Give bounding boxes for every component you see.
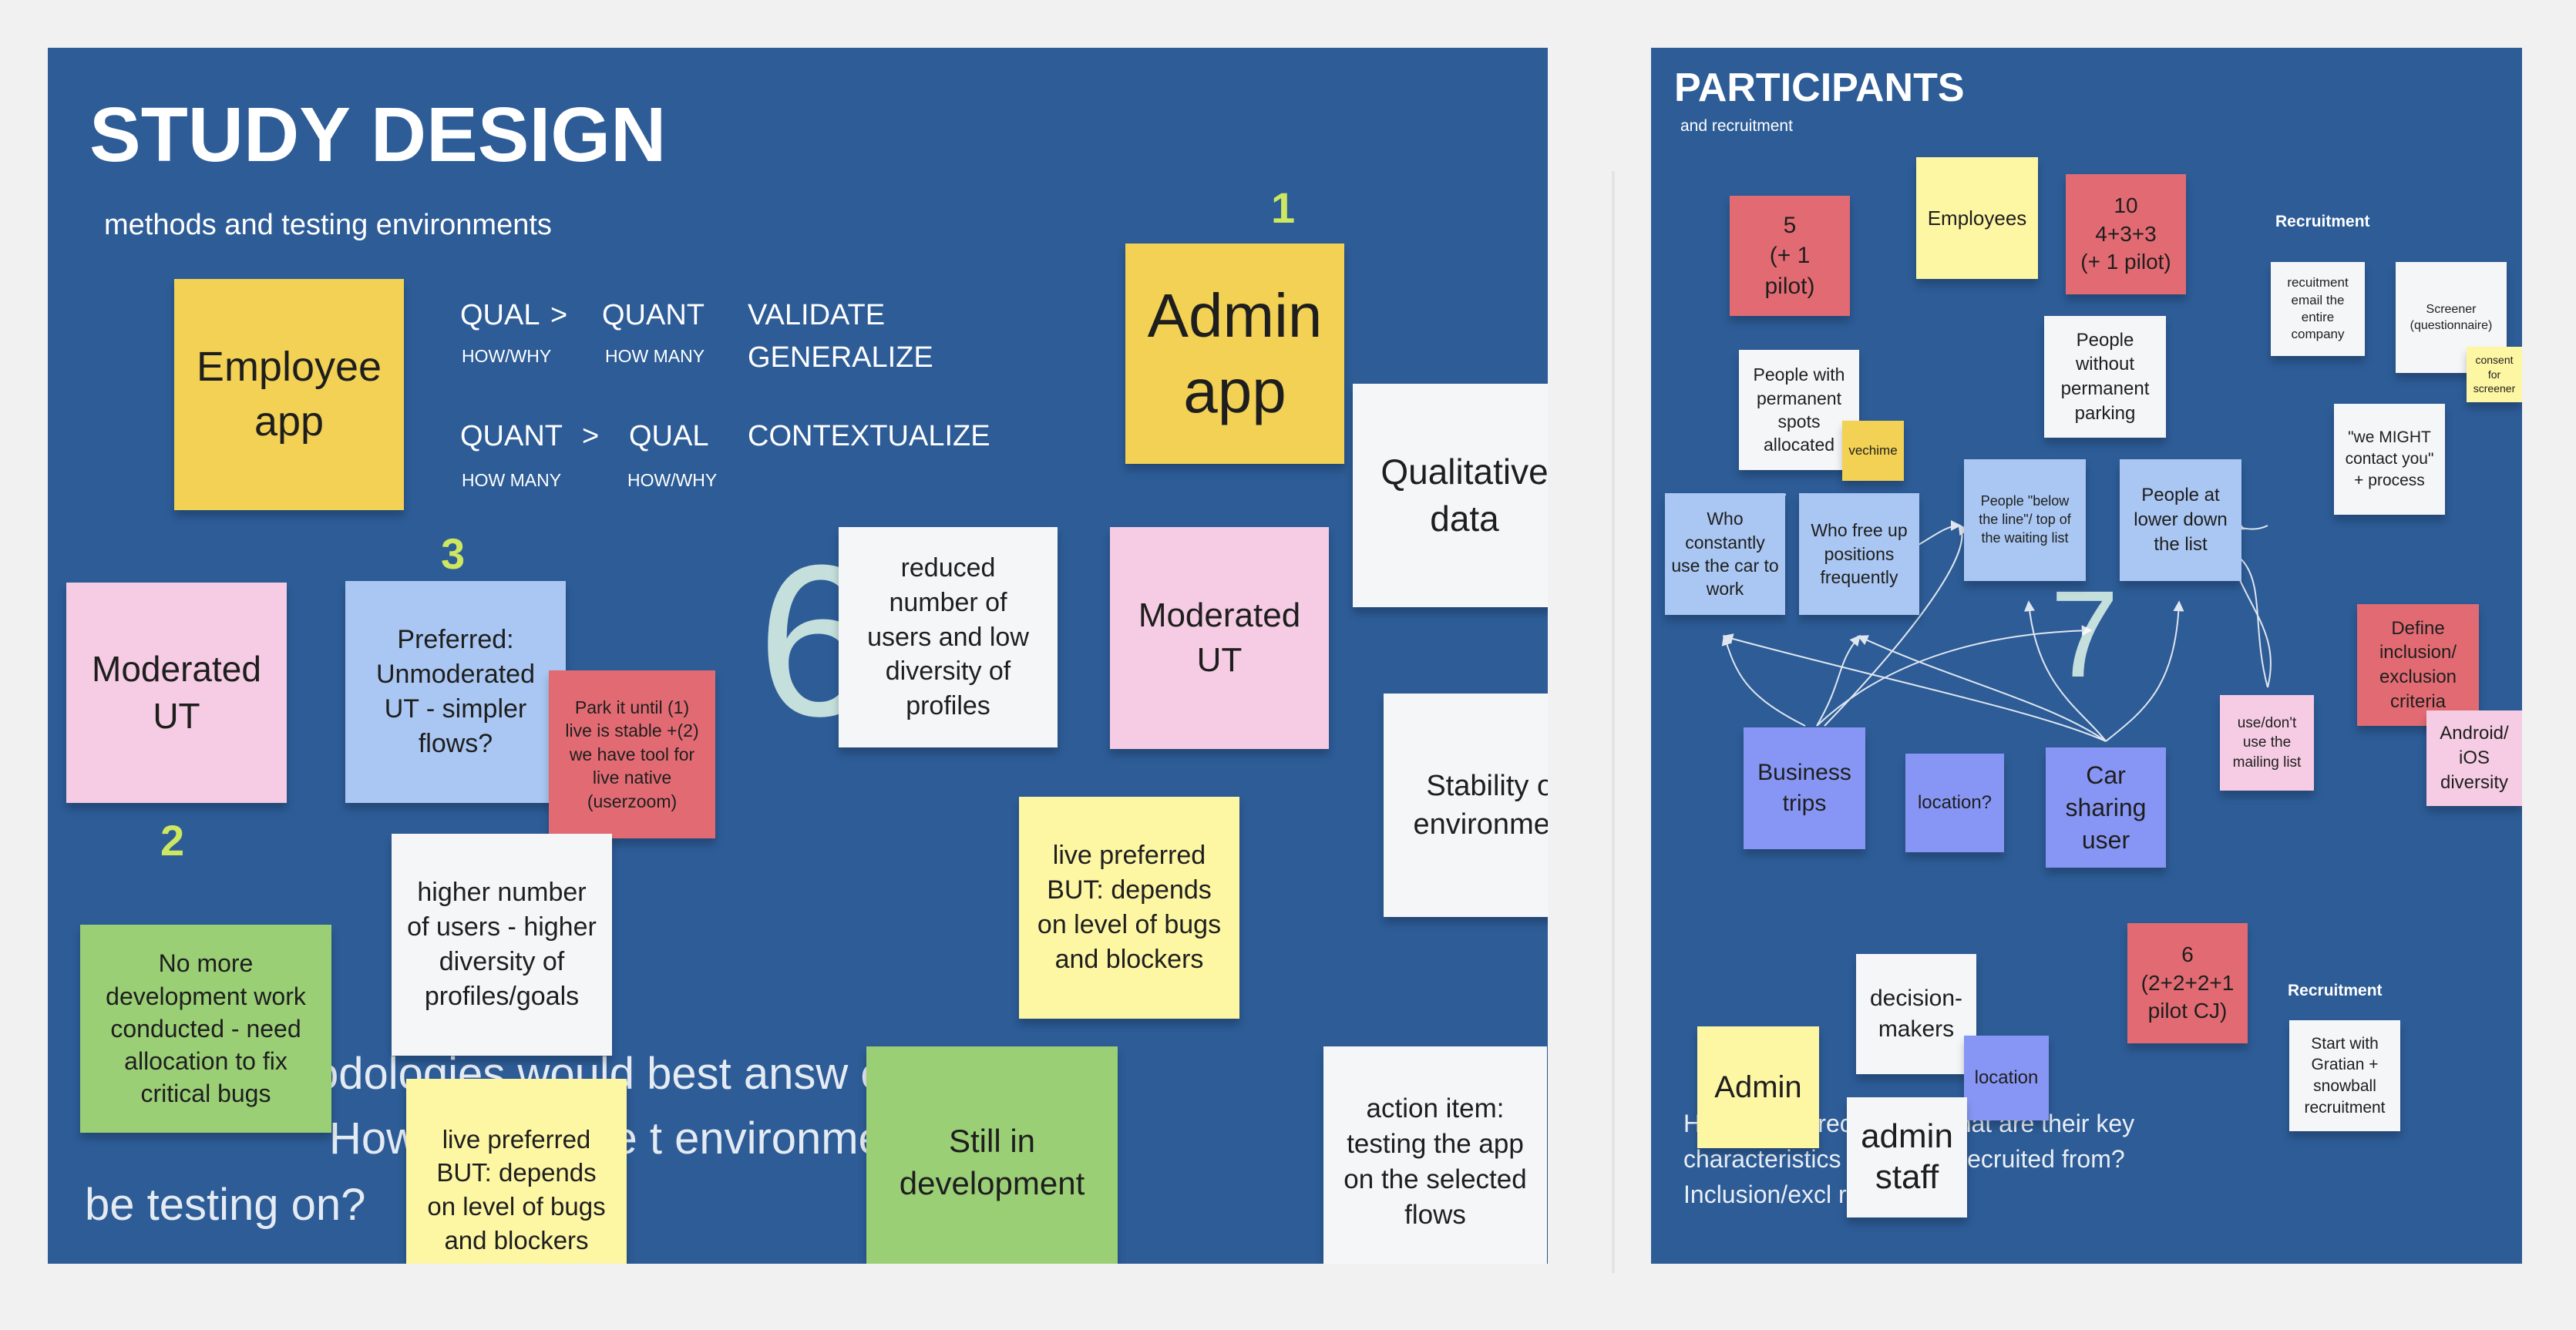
frame-divider	[1612, 171, 1615, 1273]
sticky-android-ios[interactable]: Android/ iOS diversity	[2426, 710, 2522, 806]
sticky-higher-number[interactable]: higher number of users - higher diversit…	[392, 834, 612, 1056]
sticky-six-pilot[interactable]: 6 (2+2+2+1 pilot CJ)	[2127, 923, 2248, 1043]
sticky-admin-staff[interactable]: admin staff	[1847, 1097, 1967, 1217]
sticky-qualitative-data[interactable]: Qualitative data	[1353, 384, 1548, 607]
sticky-recruitment-email[interactable]: recuitment email the entire company	[2271, 262, 2365, 356]
participants-question-line-3: Inclusion/excl ria?	[1683, 1181, 1880, 1208]
sticky-moderated-ut-left[interactable]: Moderated UT	[66, 583, 287, 803]
matrix-contextualize: CONTEXTUALIZE	[748, 420, 990, 452]
sticky-employee-app[interactable]: Employee app	[174, 279, 404, 510]
sticky-constantly-car[interactable]: Who constantly use the car to work	[1665, 493, 1785, 615]
recruitment-label-top: Recruitment	[2275, 213, 2370, 230]
sticky-employees[interactable]: Employees	[1916, 157, 2038, 279]
matrix-qual-2: QUAL	[629, 420, 709, 452]
recruitment-label-bottom: Recruitment	[2288, 982, 2383, 999]
matrix-howmany-2: HOW MANY	[462, 470, 562, 490]
sticky-business-trips[interactable]: Business trips	[1744, 727, 1865, 849]
matrix-howwhy-2: HOW/WHY	[627, 470, 718, 490]
sticky-use-dont-use[interactable]: use/don't use the mailing list	[2220, 695, 2314, 791]
matrix-gt-2: >	[582, 420, 600, 452]
sticky-moderated-ut-right[interactable]: Moderated UT	[1110, 527, 1329, 749]
sticky-park-it[interactable]: Park it until (1) live is stable +(2) we…	[549, 670, 715, 838]
sticky-five-pilot[interactable]: 5 (+ 1 pilot)	[1730, 196, 1850, 316]
sticky-live-preferred-left[interactable]: live preferred BUT: depends on level of …	[406, 1079, 627, 1264]
sticky-admin[interactable]: Admin	[1697, 1026, 1819, 1148]
sticky-decision-makers[interactable]: decision-makers	[1856, 954, 1976, 1074]
section-number-1: 1	[1271, 183, 1296, 232]
matrix-howmany-1: HOW MANY	[605, 346, 705, 366]
matrix-quant-1: QUANT	[602, 299, 705, 331]
sticky-vechime[interactable]: vechime	[1842, 421, 1904, 481]
participants-title: PARTICIPANTS	[1674, 65, 1965, 110]
sticky-start-with-gratian[interactable]: Start with Gratian + snowball recruitmen…	[2289, 1020, 2400, 1131]
sticky-action-item[interactable]: action item: testing the app on the sele…	[1323, 1046, 1547, 1264]
sticky-ten-pilot[interactable]: 10 4+3+3 (+ 1 pilot)	[2066, 174, 2186, 294]
sticky-still-in-development[interactable]: Still in development	[866, 1046, 1118, 1264]
study-design-title: STUDY DESIGN	[89, 92, 667, 178]
sticky-location[interactable]: location	[1964, 1036, 2049, 1120]
sticky-below-line[interactable]: People "below the line"/ top of the wait…	[1964, 459, 2086, 581]
sticky-consent[interactable]: consent for screener	[2467, 347, 2522, 402]
study-question-line-3: be testing on?	[85, 1180, 366, 1230]
sticky-free-up[interactable]: Who free up positions frequently	[1799, 493, 1919, 615]
participants-subtitle: and recruitment	[1680, 117, 1793, 135]
sticky-people-with-spots[interactable]: People with permanent spots allocated	[1739, 350, 1859, 470]
participants-frame[interactable]: PARTICIPANTS and recruitment Recruitment…	[1651, 48, 2522, 1264]
big-number-seven: 7	[2050, 565, 2119, 703]
matrix-validate: VALIDATE	[748, 299, 886, 331]
matrix-generalize: GENERALIZE	[748, 341, 933, 374]
sticky-preferred-unmoderated[interactable]: Preferred: Unmoderated UT - simpler flow…	[345, 581, 566, 803]
sticky-people-without-parking[interactable]: People without permanent parking	[2044, 316, 2166, 438]
matrix-qual-1: QUAL	[460, 299, 540, 331]
sticky-live-preferred-right[interactable]: live preferred BUT: depends on level of …	[1019, 797, 1239, 1019]
sticky-location-question[interactable]: location?	[1905, 754, 2004, 852]
sticky-car-sharing[interactable]: Car sharing user	[2046, 747, 2166, 868]
matrix-gt-1: >	[550, 299, 568, 331]
study-design-subtitle: methods and testing environments	[104, 209, 552, 241]
sticky-no-more-development[interactable]: No more development work conducted - nee…	[80, 925, 331, 1133]
sticky-might-contact[interactable]: "we MIGHT contact you" + process	[2334, 404, 2445, 515]
section-number-3: 3	[441, 529, 466, 578]
sticky-define-inclusion[interactable]: Define inclusion/ exclusion criteria	[2357, 604, 2479, 726]
section-number-2: 2	[160, 816, 185, 865]
study-design-frame[interactable]: STUDY DESIGN methods and testing environ…	[48, 48, 1548, 1264]
sticky-reduced-number[interactable]: reduced number of users and low diversit…	[839, 527, 1058, 747]
sticky-admin-app[interactable]: Admin app	[1125, 243, 1344, 464]
sticky-stability[interactable]: Stability of environment	[1384, 694, 1548, 917]
sticky-lower-down[interactable]: People at lower down the list	[2120, 459, 2241, 581]
matrix-howwhy-1: HOW/WHY	[462, 346, 552, 366]
matrix-quant-2: QUANT	[460, 420, 563, 452]
